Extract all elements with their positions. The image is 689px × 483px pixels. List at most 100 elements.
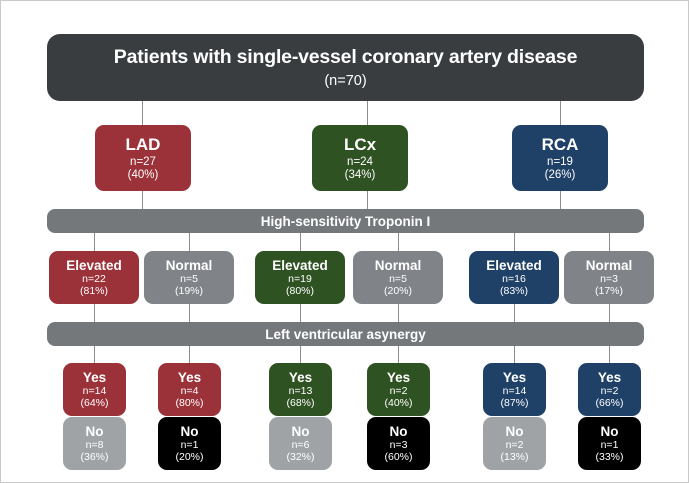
troponin-1-pct: (81%)	[79, 284, 108, 297]
node-vessel-lcx: LCx n=24 (34%)	[312, 125, 408, 191]
connector-lcx-band	[367, 191, 369, 209]
connector-asy-yes-1	[94, 345, 96, 363]
asynergy-no-1-pct: (36%)	[80, 450, 109, 463]
asynergy-yes-1-n: n=14	[82, 384, 107, 397]
asynergy-no-3-label: No	[291, 423, 310, 439]
connector-trop-1-asy	[94, 304, 96, 322]
node-troponin-lad-normal: Normal n=5 (19%)	[144, 251, 234, 304]
vessel-lcx-n: n=24	[347, 155, 373, 168]
connector-band-trop-2	[189, 232, 191, 251]
connector-root-lcx	[367, 101, 369, 125]
troponin-5-n: n=16	[502, 272, 526, 285]
asynergy-no-4-label: No	[389, 423, 408, 439]
node-troponin-rca-normal: Normal n=3 (17%)	[564, 251, 654, 304]
asynergy-no-5-pct: (13%)	[500, 450, 529, 463]
asynergy-yes-4-pct: (40%)	[384, 396, 413, 409]
troponin-2-label: Normal	[165, 257, 213, 273]
node-asynergy-yes-4: Yes n=2 (40%)	[367, 363, 430, 416]
asynergy-yes-6-label: Yes	[597, 369, 622, 385]
asynergy-no-1-n: n=8	[85, 438, 104, 451]
troponin-1-label: Elevated	[66, 257, 122, 273]
asynergy-yes-1-label: Yes	[82, 369, 107, 385]
node-troponin-lcx-elevated: Elevated n=19 (80%)	[255, 251, 345, 304]
troponin-3-label: Elevated	[272, 257, 328, 273]
node-asynergy-no-1: No n=8 (36%)	[63, 417, 126, 470]
asynergy-yes-2-pct: (80%)	[175, 396, 204, 409]
connector-trop-3-asy	[300, 304, 302, 322]
troponin-5-label: Elevated	[486, 257, 542, 273]
asynergy-no-3-n: n=6	[291, 438, 310, 451]
troponin-4-label: Normal	[374, 257, 422, 273]
band-asynergy: Left ventricular asynergy	[47, 322, 644, 346]
troponin-3-n: n=19	[288, 272, 312, 285]
node-asynergy-yes-5: Yes n=14 (87%)	[483, 363, 546, 416]
vessel-lcx-pct: (34%)	[344, 168, 376, 181]
vessel-rca-pct: (26%)	[544, 168, 576, 181]
vessel-lad-pct: (40%)	[127, 168, 159, 181]
node-root-population: Patients with single-vessel coronary art…	[47, 34, 644, 101]
connector-band-trop-3	[300, 232, 302, 251]
band-troponin: High-sensitivity Troponin I	[47, 209, 644, 233]
asynergy-yes-3-n: n=13	[288, 384, 313, 397]
root-title: Patients with single-vessel coronary art…	[113, 46, 578, 69]
node-asynergy-no-6: No n=1 (33%)	[578, 417, 641, 470]
asynergy-no-6-n: n=1	[600, 438, 619, 451]
asynergy-no-2-pct: (20%)	[175, 450, 204, 463]
troponin-6-n: n=3	[600, 272, 618, 285]
troponin-6-pct: (17%)	[594, 284, 623, 297]
asynergy-yes-2-label: Yes	[177, 369, 202, 385]
asynergy-no-3-pct: (32%)	[286, 450, 315, 463]
troponin-6-label: Normal	[585, 257, 633, 273]
troponin-2-n: n=5	[180, 272, 198, 285]
node-troponin-rca-elevated: Elevated n=16 (83%)	[469, 251, 559, 304]
node-vessel-rca: RCA n=19 (26%)	[512, 125, 608, 191]
node-asynergy-no-5: No n=2 (13%)	[483, 417, 546, 470]
vessel-rca-n: n=19	[547, 155, 573, 168]
connector-trop-6-asy	[609, 304, 611, 322]
asynergy-no-1-label: No	[85, 423, 104, 439]
asynergy-yes-5-n: n=14	[502, 384, 527, 397]
node-asynergy-yes-1: Yes n=14 (64%)	[63, 363, 126, 416]
asynergy-yes-4-label: Yes	[386, 369, 411, 385]
connector-trop-2-asy	[189, 304, 191, 322]
asynergy-no-5-n: n=2	[505, 438, 524, 451]
troponin-2-pct: (19%)	[174, 284, 203, 297]
troponin-4-pct: (20%)	[383, 284, 412, 297]
connector-band-trop-5	[514, 232, 516, 251]
node-asynergy-yes-3: Yes n=13 (68%)	[269, 363, 332, 416]
node-vessel-lad: LAD n=27 (40%)	[95, 125, 191, 191]
connector-band-trop-4	[398, 232, 400, 251]
troponin-3-pct: (80%)	[285, 284, 314, 297]
vessel-lad-n: n=27	[130, 155, 156, 168]
asynergy-yes-2-n: n=4	[180, 384, 199, 397]
connector-root-rca	[560, 101, 562, 125]
node-troponin-lad-elevated: Elevated n=22 (81%)	[49, 251, 139, 304]
connector-lad-band	[142, 191, 144, 209]
vessel-lcx-label: LCx	[343, 134, 377, 154]
connector-band-trop-1	[94, 232, 96, 251]
connector-trop-5-asy	[514, 304, 516, 322]
troponin-4-n: n=5	[389, 272, 407, 285]
connector-asy-yes-5	[514, 345, 516, 363]
asynergy-yes-4-n: n=2	[389, 384, 408, 397]
connector-asy-yes-2	[189, 345, 191, 363]
node-asynergy-no-2: No n=1 (20%)	[158, 417, 221, 470]
connector-asy-yes-4	[398, 345, 400, 363]
node-asynergy-yes-2: Yes n=4 (80%)	[158, 363, 221, 416]
node-asynergy-no-4: No n=3 (60%)	[367, 417, 430, 470]
asynergy-yes-6-pct: (66%)	[595, 396, 624, 409]
asynergy-yes-5-label: Yes	[502, 369, 527, 385]
connector-asy-yes-3	[300, 345, 302, 363]
asynergy-yes-3-label: Yes	[288, 369, 313, 385]
connector-band-trop-6	[609, 232, 611, 251]
asynergy-no-2-n: n=1	[180, 438, 199, 451]
connector-root-lad	[142, 101, 144, 125]
root-total: (n=70)	[324, 73, 367, 90]
asynergy-no-4-pct: (60%)	[384, 450, 413, 463]
asynergy-yes-5-pct: (87%)	[500, 396, 529, 409]
asynergy-no-6-label: No	[600, 423, 619, 439]
connector-asy-yes-6	[609, 345, 611, 363]
asynergy-yes-1-pct: (64%)	[80, 396, 109, 409]
node-asynergy-yes-6: Yes n=2 (66%)	[578, 363, 641, 416]
